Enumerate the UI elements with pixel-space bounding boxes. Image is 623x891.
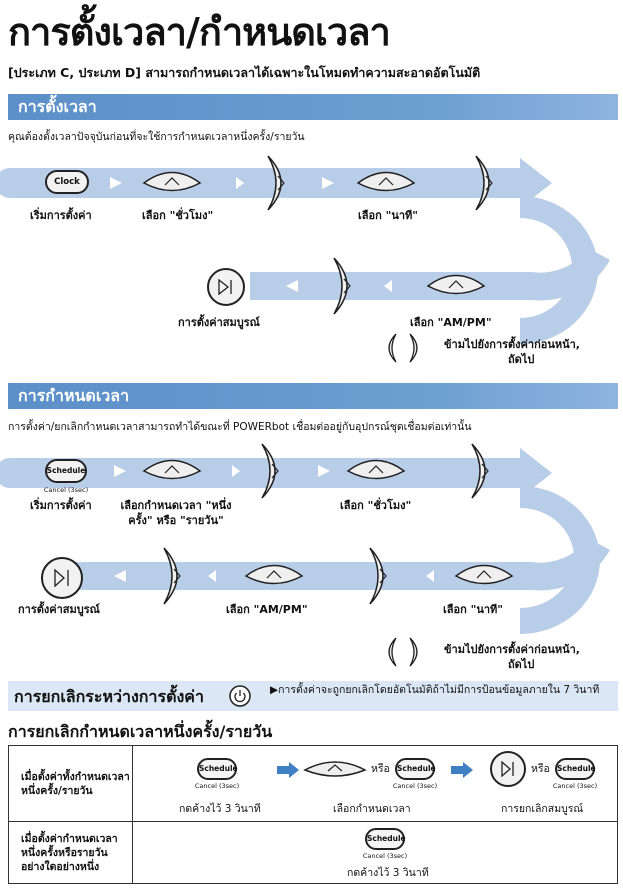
- cancel-3sec-label: Cancel (3sec): [552, 782, 598, 790]
- schedule-button[interactable]: Schedule: [555, 758, 596, 780]
- flow-arrow: [322, 177, 334, 189]
- up-button[interactable]: [426, 274, 486, 295]
- row2-label-line1: เมื่อตั้งค่ากำหนดเวลา: [21, 832, 118, 845]
- right-button[interactable]: [163, 547, 181, 605]
- row1-steps: Schedule Cancel (3sec) กดค้างไว้ 3 วินาท…: [132, 745, 618, 822]
- up-button[interactable]: [244, 564, 304, 585]
- step-start: เริ่มการตั้งค่า: [30, 209, 92, 222]
- play-pause-button[interactable]: [207, 268, 245, 306]
- schedule-button[interactable]: Schedule: [197, 758, 238, 780]
- row1-label-line1: เมื่อตั้งค่าทั้งกำหนดเวลา: [21, 770, 130, 783]
- row1-select-label: เลือกกำหนดเวลา: [333, 803, 411, 815]
- flow-arrow: [286, 280, 298, 292]
- right-button[interactable]: [471, 443, 489, 499]
- schedule-flow-diagram: [0, 443, 610, 667]
- row2-hold-label: กดค้างไว้ 3 วินาที: [347, 867, 429, 879]
- table-row: เมื่อตั้งค่ากำหนดเวลา หนึ่งครั้งหรือรายว…: [8, 821, 618, 884]
- flow-arrow: [110, 177, 122, 189]
- step-start: เริ่มการตั้งค่า: [30, 499, 92, 512]
- set-time-flow-diagram: [0, 155, 610, 363]
- right-button[interactable]: [267, 155, 285, 211]
- cancel-during-setting-text: ▶การตั้งค่าจะถูกยกเลิกโดยอัตโนมัติถ้าไม่…: [270, 684, 600, 696]
- up-button[interactable]: [454, 564, 514, 585]
- cancel-during-setting-bar: การยกเลิกระหว่างการตั้งค่า ▶การตั้งค่าจะ…: [8, 681, 618, 711]
- flow-curve: [520, 486, 600, 634]
- flow-arrow: [114, 465, 126, 477]
- step-ampm: เลือก "AM/PM": [410, 316, 492, 329]
- flow-arrow: [426, 570, 434, 582]
- cancel-3sec-label: Cancel (3sec): [194, 782, 240, 790]
- cancel-during-setting-header: การยกเลิกระหว่างการตั้งค่า: [14, 687, 204, 706]
- play-pause-button[interactable]: [41, 557, 83, 599]
- schedule-header: การกำหนดเวลา: [8, 383, 618, 409]
- right-button[interactable]: [369, 547, 387, 605]
- right-button[interactable]: [475, 155, 493, 211]
- cancel-schedule-table: เมื่อตั้งค่าทั้งกำหนดเวลา หนึ่งครั้ง/ราย…: [8, 745, 618, 884]
- skip-text-line2: ถัดไป: [508, 353, 535, 366]
- skip-text-line2: ถัดไป: [508, 658, 535, 671]
- or-label: หรือ: [371, 763, 390, 775]
- row1-hold-label: กดค้างไว้ 3 วินาที: [179, 803, 261, 815]
- flow-band-lower: [250, 248, 610, 301]
- skip-text-line1: ข้ามไปยังการตั้งค่าก่อนหน้า,: [444, 338, 580, 351]
- flow-arrow: [384, 280, 392, 292]
- cancel-schedule-header: การยกเลิกกำหนดเวลาหนึ่งครั้ง/รายวัน: [8, 722, 273, 741]
- step-minute: เลือก "นาที": [358, 209, 419, 222]
- flow-arrow: [318, 465, 330, 477]
- schedule-button-label[interactable]: Schedule: [46, 466, 86, 475]
- row1-done-label: การยกเลิกสมบูรณ์: [501, 803, 584, 815]
- or-label: หรือ: [531, 763, 550, 775]
- play-pause-button[interactable]: [489, 750, 527, 788]
- up-button[interactable]: [142, 459, 202, 480]
- flow-arrow: [236, 177, 244, 189]
- step-complete: การตั้งค่าสมบูรณ์: [178, 316, 260, 329]
- up-button[interactable]: [142, 171, 202, 192]
- row2-label-line2: หนึ่งครั้งหรือรายวัน: [21, 846, 108, 859]
- page-title: การตั้งเวลา/กำหนดเวลา: [8, 10, 391, 54]
- row1-label-line2: หนึ่งครั้ง/รายวัน: [21, 784, 93, 797]
- schedule-button[interactable]: Schedule: [365, 828, 406, 850]
- skip-text-line1: ข้ามไปยังการตั้งค่าก่อนหน้า,: [444, 643, 580, 656]
- flow-band-lower: [60, 538, 610, 591]
- step-type-line2: ครั้ง" หรือ "รายวัน": [128, 514, 224, 527]
- flow-arrow: [232, 465, 240, 477]
- schedule-button: [45, 459, 87, 483]
- step-hour: เลือก "ชั่วโมง": [340, 499, 412, 512]
- flow-curve: [520, 196, 598, 344]
- step-minute: เลือก "นาที": [443, 603, 504, 616]
- left-right-buttons[interactable]: [388, 637, 418, 667]
- set-time-note: คุณต้องตั้งเวลาปัจจุบันก่อนที่จะใช้การกำ…: [8, 131, 305, 143]
- power-icon[interactable]: [228, 684, 252, 708]
- set-time-header: การตั้งเวลา: [8, 94, 618, 120]
- up-button[interactable]: [346, 459, 406, 480]
- step-ampm: เลือก "AM/PM": [226, 603, 308, 616]
- flow-arrow: [208, 570, 216, 582]
- schedule-note: การตั้งค่า/ยกเลิกกำหนดเวลาสามารถทำได้ขณะ…: [8, 421, 472, 433]
- schedule-button[interactable]: Schedule: [395, 758, 436, 780]
- row1-label: เมื่อตั้งค่าทั้งกำหนดเวลา หนึ่งครั้ง/ราย…: [8, 745, 133, 822]
- up-button[interactable]: [303, 756, 367, 780]
- cancel-3sec-label: Cancel (3sec): [43, 486, 89, 494]
- clock-button-label[interactable]: Clock: [54, 177, 80, 187]
- step-complete: การตั้งค่าสมบูรณ์: [18, 603, 100, 616]
- row2-label: เมื่อตั้งค่ากำหนดเวลา หนึ่งครั้งหรือรายว…: [8, 821, 133, 884]
- step-type-line1: เลือกกำหนดเวลา "หนึ่ง: [120, 499, 232, 512]
- flow-arrow: [114, 570, 126, 582]
- cancel-3sec-label: Cancel (3sec): [362, 852, 408, 860]
- right-button[interactable]: [333, 257, 351, 315]
- right-button[interactable]: [261, 443, 279, 499]
- row2-steps: Schedule Cancel (3sec) กดค้างไว้ 3 วินาท…: [132, 821, 618, 884]
- row2-label-line3: อย่างใดอย่างหนึ่ง: [21, 860, 100, 873]
- up-button[interactable]: [356, 171, 416, 192]
- table-row: เมื่อตั้งค่าทั้งกำหนดเวลา หนึ่งครั้ง/ราย…: [8, 745, 618, 822]
- left-right-buttons[interactable]: [388, 333, 418, 363]
- right-arrow-icon: [451, 762, 473, 778]
- cancel-3sec-label: Cancel (3sec): [392, 782, 438, 790]
- right-arrow-icon: [277, 762, 299, 778]
- page-subtitle: [ประเภท C, ประเภท D] สามารถกำหนดเวลาได้เ…: [8, 65, 481, 80]
- clock-button: [45, 170, 89, 194]
- step-hour: เลือก "ชั่วโมง": [142, 209, 214, 222]
